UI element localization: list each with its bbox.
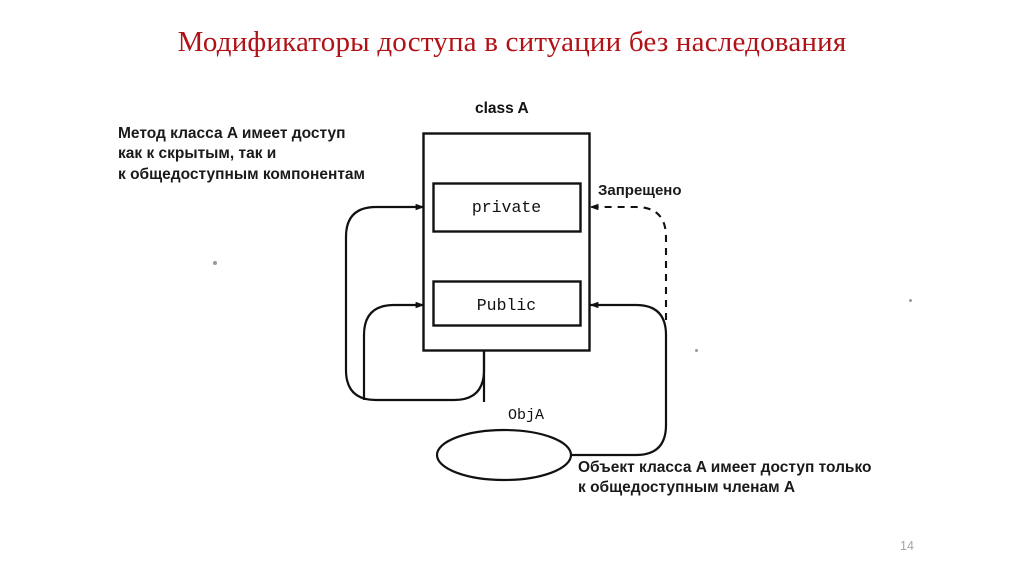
forbidden-label: Запрещено [598,182,682,199]
class-a-box [422,132,591,352]
private-box [432,182,582,233]
public-member-label: Public [476,296,537,315]
method-access-note-line-1: Метод класса A имеет доступ [118,125,346,142]
method-to-private-connector [344,203,486,402]
obja-to-public-connector [571,301,668,457]
public-box [432,280,582,327]
obja-label: ObjA [508,407,545,424]
private-member-label: private [471,198,542,217]
obja-ellipse [435,428,573,482]
scan-speck [213,261,217,265]
page-title: Модификаторы доступа в ситуации без насл… [177,26,847,58]
method-access-note-line-3: к общедоступным компонентам [118,165,365,183]
class-a-label: class A [475,100,529,117]
page-number: 14 [900,539,914,553]
object-access-note: Объект класса A имеет доступ только к об… [578,458,871,499]
method-access-note: Метод класса A имеет доступ как к скрыты… [118,124,365,185]
scan-speck [909,299,912,302]
object-access-note-line-1: Объект класса A имеет доступ только [578,459,872,476]
scan-speck [695,349,698,352]
method-to-public-connector [362,301,425,400]
method-access-note-line-2: как к скрытым, так и [118,145,277,163]
forbidden-dashed-connector [589,203,668,320]
object-access-note-line-2: к общедоступным членам A [578,479,796,497]
